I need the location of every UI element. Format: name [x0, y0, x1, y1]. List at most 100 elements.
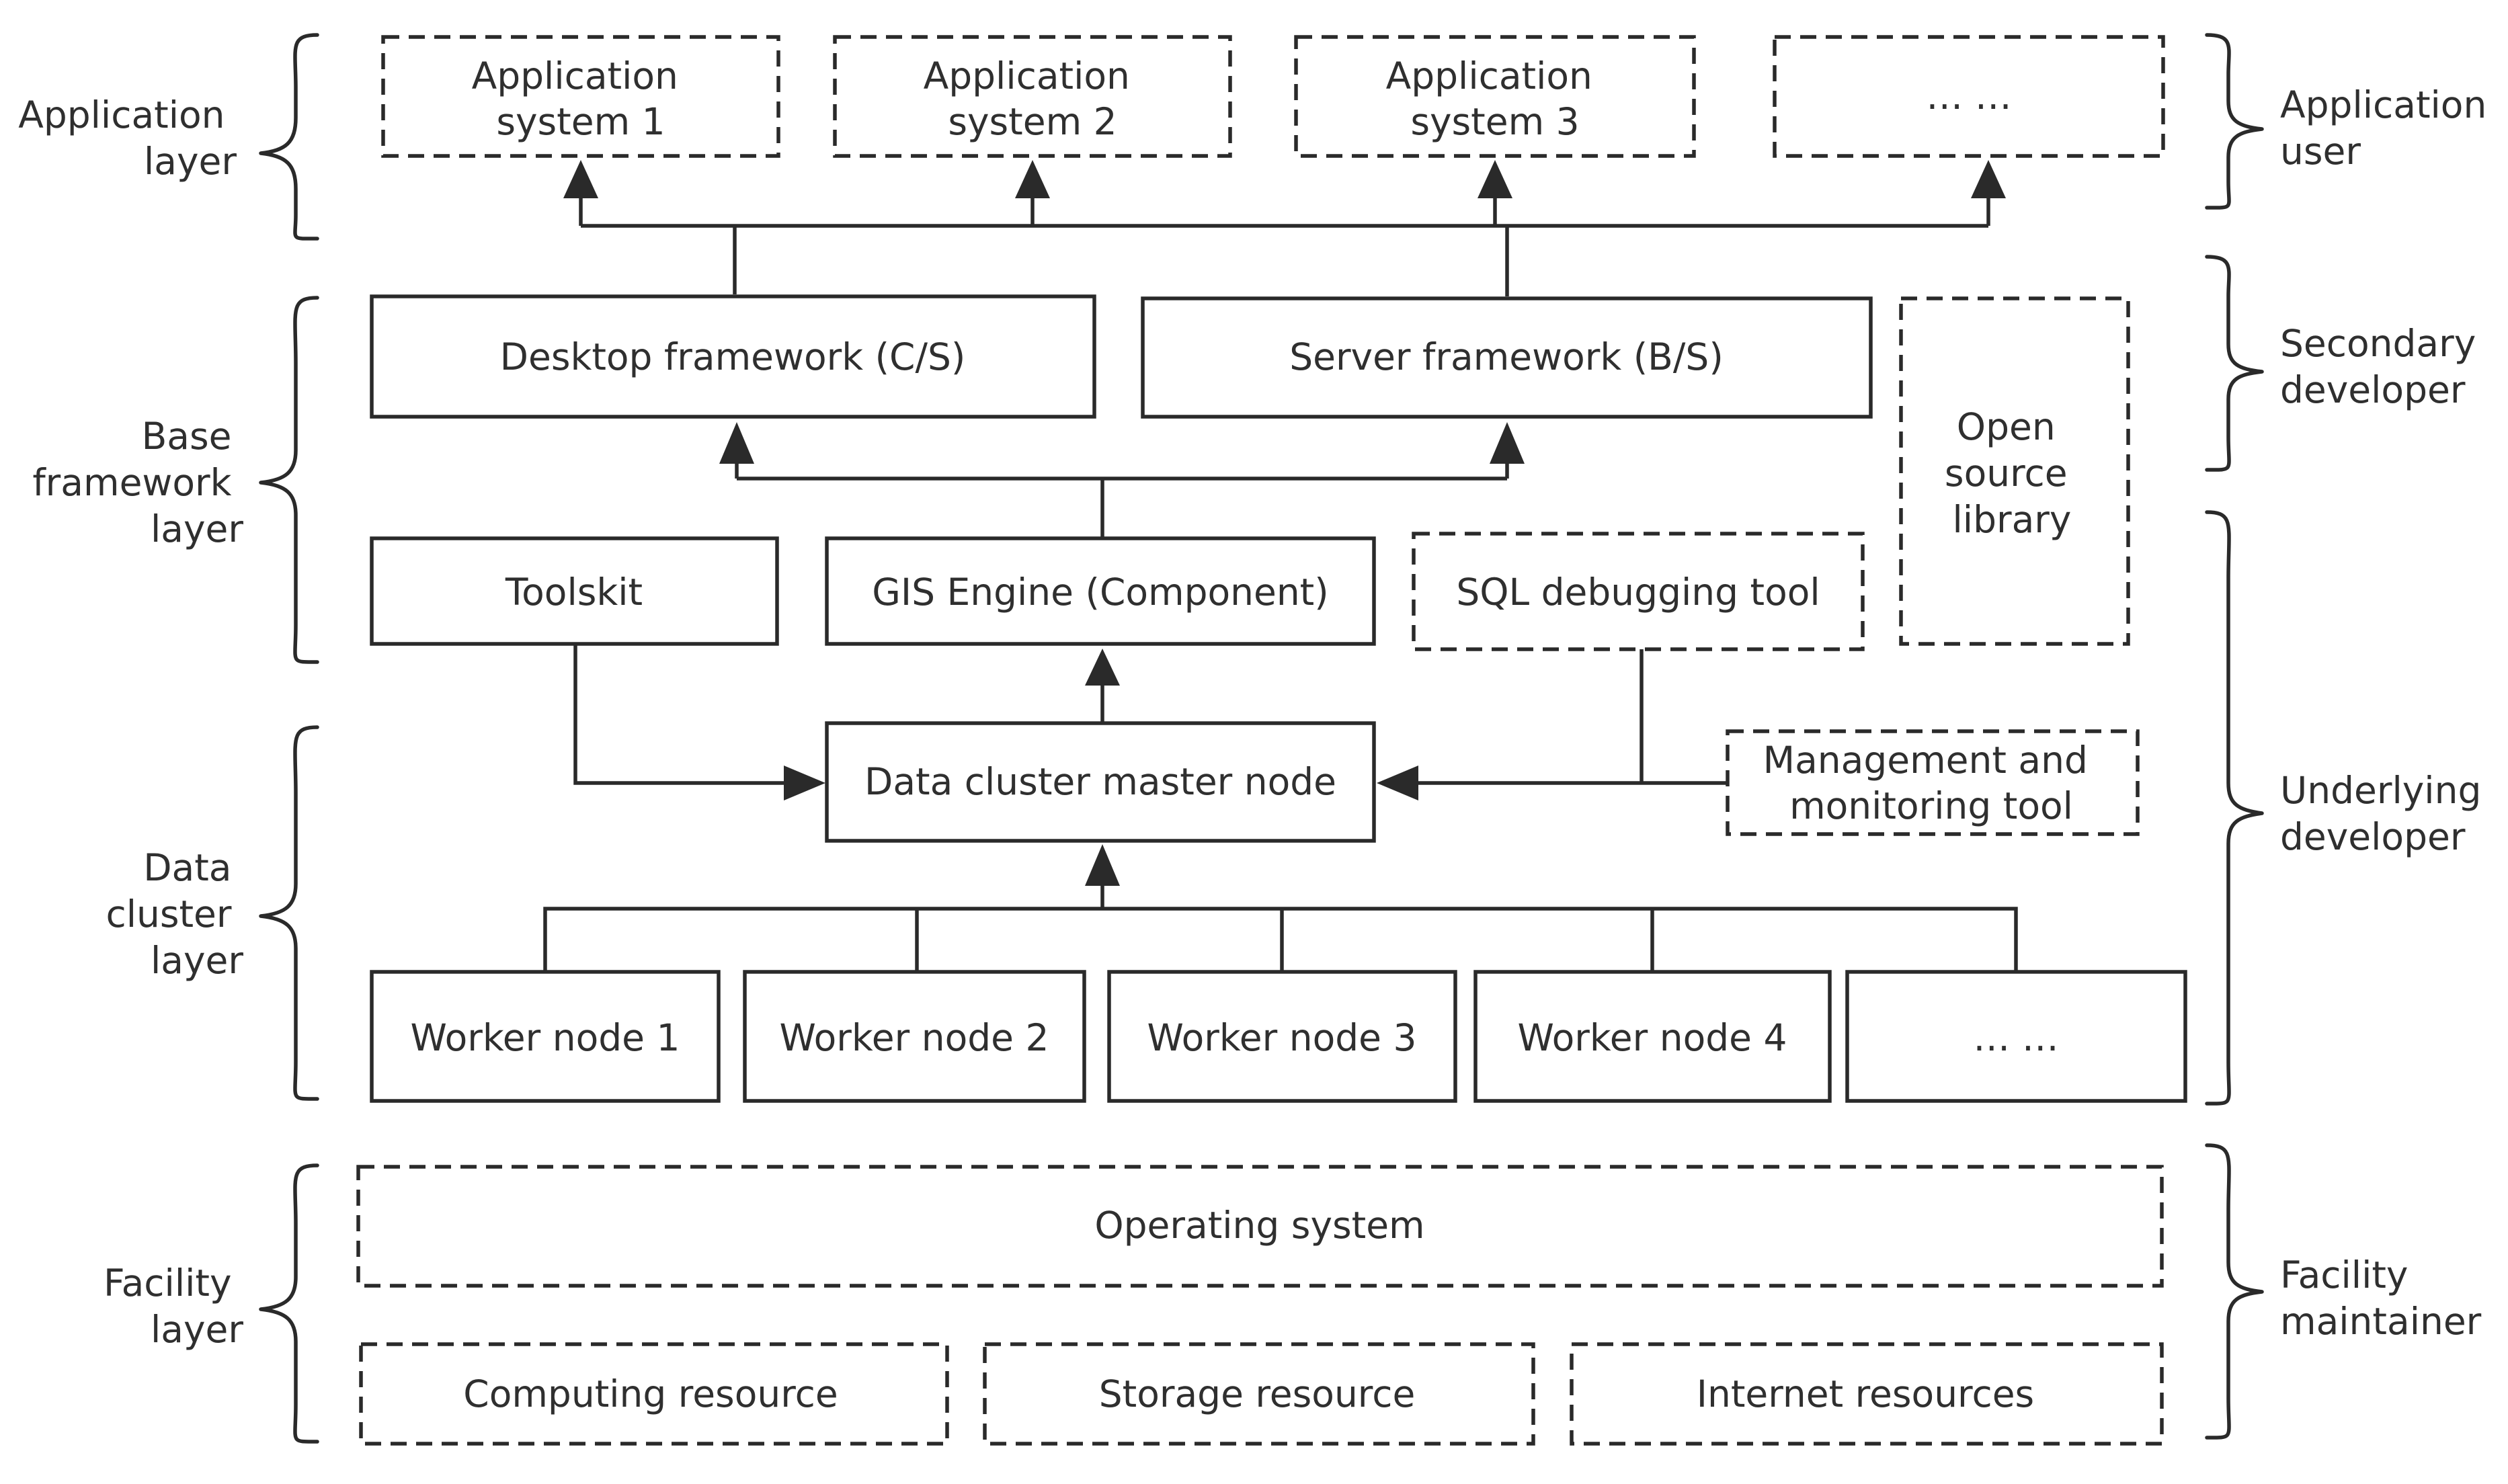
secondary-developer-brace: [2205, 255, 2264, 472]
base-framework-layer-brace: [259, 296, 319, 664]
secondary-developer-label-line-1: Secondary: [2280, 322, 2476, 365]
application-system-1-label: Application system 1: [472, 54, 690, 143]
arrow-to-app-more: [1971, 160, 2006, 198]
data-cluster-layer-label: Data cluster layer: [106, 846, 243, 982]
toolskit-label: Toolskit: [505, 571, 643, 614]
application-system-2-label-line-2: system 2: [948, 100, 1117, 143]
application-system-3-box: [1294, 35, 1696, 158]
desktop-framework-box: [370, 294, 1096, 419]
arrow-from-toolskit: [784, 766, 825, 800]
facility-layer-label: Facility layer: [104, 1262, 243, 1351]
management-tool-label: Management and monitoring tool: [1763, 739, 2100, 827]
application-user-brace: [2205, 33, 2264, 210]
worker-node-more-label: … …: [1973, 1016, 2058, 1059]
application-system-1-box: [381, 35, 780, 158]
arrow-to-desktop-framework: [719, 422, 754, 464]
application-system-more-label: … …: [1926, 75, 2011, 118]
base-framework-layer-label-line-1: Base: [142, 415, 232, 458]
underlying-developer-brace: [2205, 510, 2264, 1106]
base-framework-layer-label-line-3: layer: [151, 507, 243, 550]
tools-to-master-connector: [1418, 649, 1728, 785]
base-framework-layer-label-line-2: framework: [32, 461, 231, 504]
toolskit-box: [370, 536, 779, 646]
underlying-developer-label: Underlying developer: [2280, 769, 2493, 858]
gis-to-frameworks-connector: [735, 464, 1509, 538]
application-system-2-label-line-1: Application: [924, 54, 1130, 97]
operating-system-box: [356, 1165, 2164, 1288]
toolskit-to-master-connector: [573, 644, 786, 785]
data-cluster-layer-label-line-1: Data: [143, 846, 231, 889]
application-user-label-line-1: Application: [2280, 83, 2486, 126]
computing-resource-box: [359, 1342, 949, 1446]
storage-resource-label: Storage resource: [1099, 1372, 1416, 1415]
application-system-1-label-line-2: system 1: [496, 100, 665, 143]
open-source-library-label-line-2: source: [1945, 452, 2068, 495]
arrow-to-app-1: [563, 160, 598, 198]
underlying-developer-label-line-1: Underlying: [2280, 769, 2481, 812]
operating-system-label: Operating system: [1094, 1204, 1424, 1247]
secondary-developer-label-line-2: developer: [2280, 368, 2466, 411]
computing-resource-label: Computing resource: [463, 1372, 838, 1415]
open-source-library-box: [1899, 296, 2130, 646]
master-node-box: [825, 721, 1376, 843]
server-framework-box: [1141, 296, 1873, 419]
worker-node-2-box: [743, 970, 1086, 1103]
facility-maintainer-brace: [2205, 1143, 2264, 1440]
arrow-to-app-3: [1478, 160, 1512, 198]
open-source-library-label-line-1: Open: [1957, 405, 2056, 448]
arrow-to-gis-engine: [1085, 649, 1120, 686]
facility-maintainer-label-line-2: maintainer: [2280, 1300, 2482, 1343]
internet-resources-box: [1570, 1342, 2164, 1446]
management-tool-label-line-1: Management and: [1763, 739, 2088, 782]
application-system-1-label-line-1: Application: [472, 54, 678, 97]
application-system-3-label-line-1: Application: [1386, 54, 1592, 97]
underlying-developer-label-line-2: developer: [2280, 815, 2466, 858]
application-system-2-label: Application system 2: [924, 54, 1142, 143]
facility-maintainer-label-line-1: Facility: [2280, 1253, 2409, 1296]
gis-engine-box: [825, 536, 1376, 646]
arrow-from-sql-and-management: [1377, 766, 1418, 800]
facility-maintainer-label: Facility maintainer: [2280, 1253, 2482, 1343]
worker-node-4-box: [1473, 970, 1832, 1103]
application-system-2-box: [833, 35, 1232, 158]
base-framework-layer-label: Base framework layer: [32, 415, 243, 550]
application-user-label-line-2: user: [2280, 130, 2361, 173]
workers-to-master-connector: [543, 882, 2018, 972]
application-system-3-label-line-2: system 3: [1410, 100, 1579, 143]
application-system-more-box: [1773, 35, 2165, 158]
frameworks-to-apps-connector: [579, 196, 1990, 296]
facility-layer-brace: [259, 1163, 319, 1444]
internet-resources-label: Internet resources: [1697, 1372, 2034, 1415]
application-system-3-label: Application system 3: [1386, 54, 1605, 143]
facility-layer-label-line-1: Facility: [104, 1262, 232, 1305]
secondary-developer-label: Secondary developer: [2280, 322, 2488, 411]
desktop-framework-label: Desktop framework (C/S): [500, 335, 966, 378]
arrow-to-server-framework: [1490, 422, 1525, 464]
data-cluster-layer-label-line-3: layer: [151, 939, 243, 982]
arrow-to-app-2: [1015, 160, 1050, 198]
application-layer-label-line-2: layer: [144, 140, 237, 183]
sql-debugging-tool-box: [1412, 532, 1865, 651]
application-layer-brace: [259, 33, 319, 241]
facility-layer-label-line-2: layer: [151, 1308, 243, 1351]
worker-node-1-label: Worker node 1: [411, 1016, 680, 1059]
open-source-library-label: Open source library: [1945, 405, 2079, 541]
management-tool-label-line-2: monitoring tool: [1789, 784, 2073, 827]
worker-node-4-label: Worker node 4: [1518, 1016, 1787, 1059]
sql-debugging-tool-label: SQL debugging tool: [1456, 571, 1820, 614]
application-user-label: Application user: [2280, 83, 2499, 173]
worker-node-1-box: [370, 970, 721, 1103]
master-node-label: Data cluster master node: [864, 760, 1336, 803]
server-framework-label: Server framework (B/S): [1289, 335, 1724, 378]
data-cluster-layer-brace: [259, 725, 319, 1101]
storage-resource-box: [983, 1342, 1535, 1446]
management-tool-box: [1726, 729, 2140, 836]
application-layer-label-line-1: Application: [18, 93, 225, 136]
worker-node-2-label: Worker node 2: [780, 1016, 1049, 1059]
application-layer-label: Application layer: [18, 93, 237, 183]
arrow-to-master-node: [1085, 844, 1120, 886]
worker-node-more-box: [1845, 970, 2187, 1103]
worker-node-3-label: Worker node 3: [1147, 1016, 1417, 1059]
open-source-library-label-line-3: library: [1953, 498, 2072, 541]
